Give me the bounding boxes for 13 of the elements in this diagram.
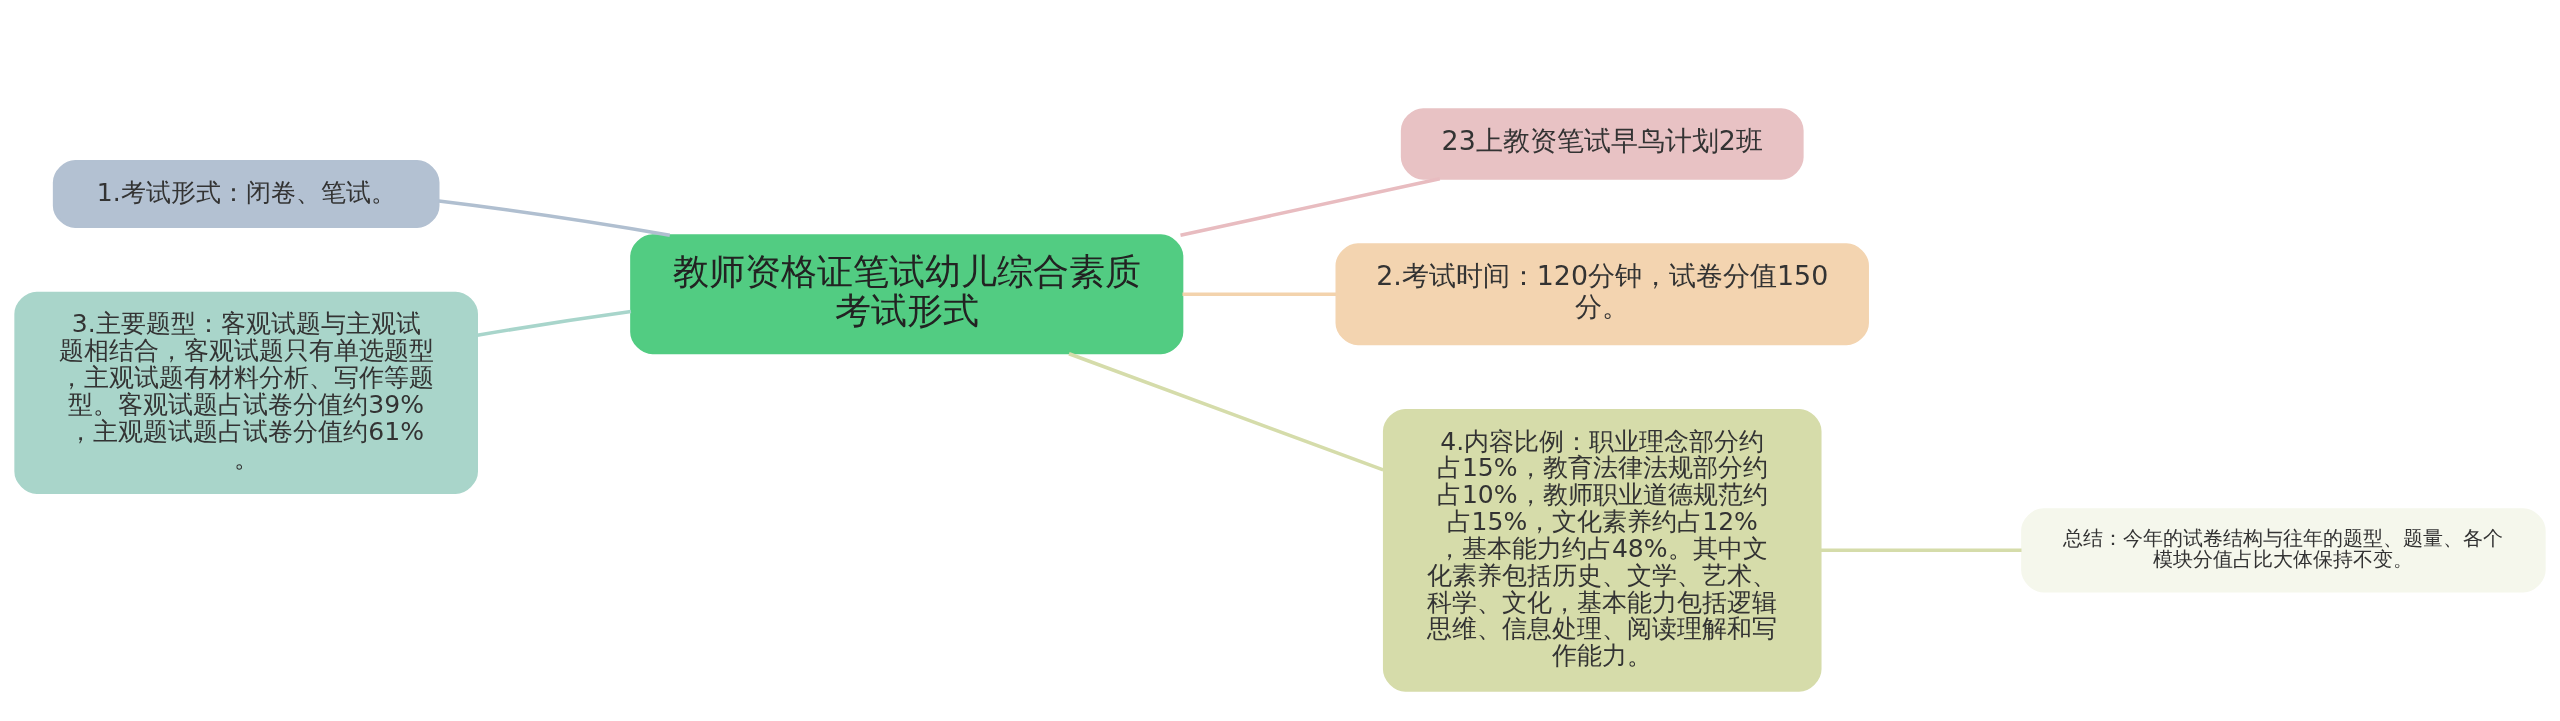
node-box: 3.主要题型：客观试题与主观试题相结合，客观试题只有单选题型，主观试题有材料分析、写作等题型。客观试题占试卷分值约39%，主观题试题占试卷分值约61%。 <box>14 291 478 494</box>
connector <box>438 198 671 237</box>
connector <box>1068 351 1384 472</box>
connector <box>477 309 632 337</box>
node-box: 4.内容比例：职业理念部分约占15%，教育法律法规部分约占10%，教师职业道德规范约占15%，文化素养约占12%，基本能力约占48%。其中文化素养包括历史、文学、艺术、科学、文化，基本能力包括逻辑思维、信息处理、阅读理解和写作能力。 <box>1382 408 1822 692</box>
node-box: 23上教资笔试早鸟计划2班 <box>1400 107 1804 180</box>
node-box: 1.考试形式：闭卷、笔试。 <box>52 159 440 228</box>
node-box: 教师资格证笔试幼儿综合素质考试形式 <box>630 233 1184 354</box>
connector <box>1182 292 1337 296</box>
connector <box>1820 548 2022 552</box>
node-box: 总结：今年的试卷结构与往年的题型、题量、各个模块分值占比大体保持不变。 <box>2021 507 2546 592</box>
node-box: 2.考试时间：120分钟，试卷分值150分。 <box>1335 242 1869 345</box>
connector <box>1180 176 1441 237</box>
